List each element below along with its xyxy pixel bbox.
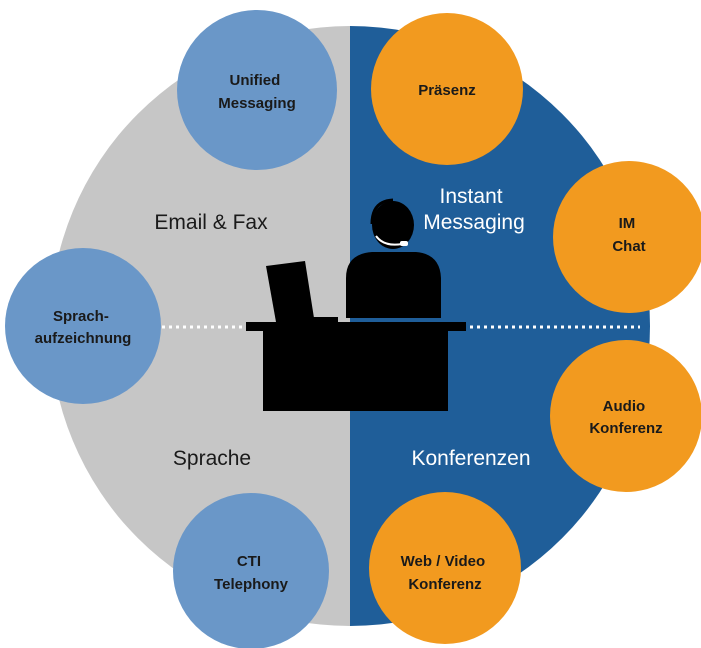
circle-label-web-video: Web / Video [401,553,485,570]
circle-label-web-video-konferenz: Konferenz [408,576,481,593]
circle-sprachaufzeichnung: Sprach- aufzeichnung [5,248,161,404]
circle-praesenz: Präsenz [371,13,523,165]
region-label-email-fax: Email & Fax [154,211,268,234]
svg-text:IM Chat: IM Chat [612,215,645,255]
circle-label-praesenz: Präsenz [418,82,476,99]
svg-text:CTI Telephony: CTI Telephony [214,553,289,593]
circle-label-messaging: Messaging [218,95,296,112]
circle-label-audio: Audio [603,398,646,415]
svg-text:Web / Video Konferenz: Web / Video Konferenz [401,553,490,593]
circle-label-cti: CTI [237,553,261,570]
circle-label-unified: Unified [229,72,280,89]
region-label-instant-messaging: Instant Messaging [423,185,525,234]
region-label-sprache: Sprache [173,447,251,470]
region-label-messaging: Messaging [423,211,525,234]
left-half-region [50,26,350,626]
region-label-instant: Instant [440,185,503,208]
svg-text:Audio Konferenz: Audio Konferenz [589,398,662,437]
circle-label-sprach: Sprach- [53,308,109,325]
circle-label-telephony: Telephony [214,576,289,593]
circle-unified-messaging: Unified Messaging [177,10,337,170]
circle-im-chat: IM Chat [553,161,701,313]
circle-web-video-konferenz: Web / Video Konferenz [369,492,521,644]
desk-icon [246,322,466,411]
laptop-icon [266,261,338,323]
person-with-headset-icon [346,198,441,318]
circle-label-chat: Chat [612,238,645,255]
circle-cti-telephony: CTI Telephony [173,493,329,648]
circle-label-im: IM [619,215,636,232]
region-label-konferenzen: Konferenzen [411,447,530,470]
svg-text:Unified Messaging: Unified Messaging [218,72,296,112]
circle-label-aufzeichnung: aufzeichnung [35,330,132,347]
svg-text:Sprach- aufzeichnung: Sprach- aufzeichnung [35,308,132,347]
circle-label-audio-konferenz: Konferenz [589,420,662,437]
svg-text:Präsenz: Präsenz [418,82,476,99]
circle-audio-konferenz: Audio Konferenz [550,340,701,492]
